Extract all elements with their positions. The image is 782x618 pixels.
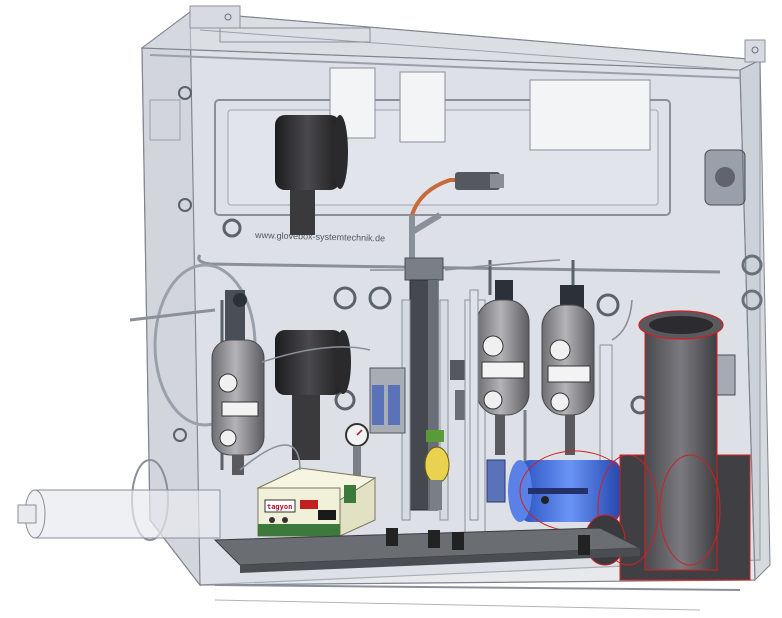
- exhaust-pipe: [17, 489, 221, 539]
- left-gas-tank: [211, 290, 265, 475]
- exhaust-duct: [584, 310, 751, 581]
- watermark-url: www.glovebox-systemtechnik.de: [254, 230, 385, 243]
- upper-dark-cylinder: [275, 115, 348, 235]
- tubing: [239, 259, 633, 471]
- center-gas-tank: [476, 260, 530, 455]
- blue-filter-cartridges: [369, 367, 506, 503]
- blue-solvent-vessel: [508, 450, 631, 532]
- lower-dark-cylinder: [275, 330, 351, 460]
- base-plate: [213, 527, 741, 611]
- device-brand-label: tagyon: [267, 503, 292, 511]
- pressure-gauge: [345, 423, 369, 476]
- control-device: tagyon: [256, 467, 377, 537]
- right-side-fittings: [704, 149, 763, 396]
- right-gas-tank: [541, 260, 595, 455]
